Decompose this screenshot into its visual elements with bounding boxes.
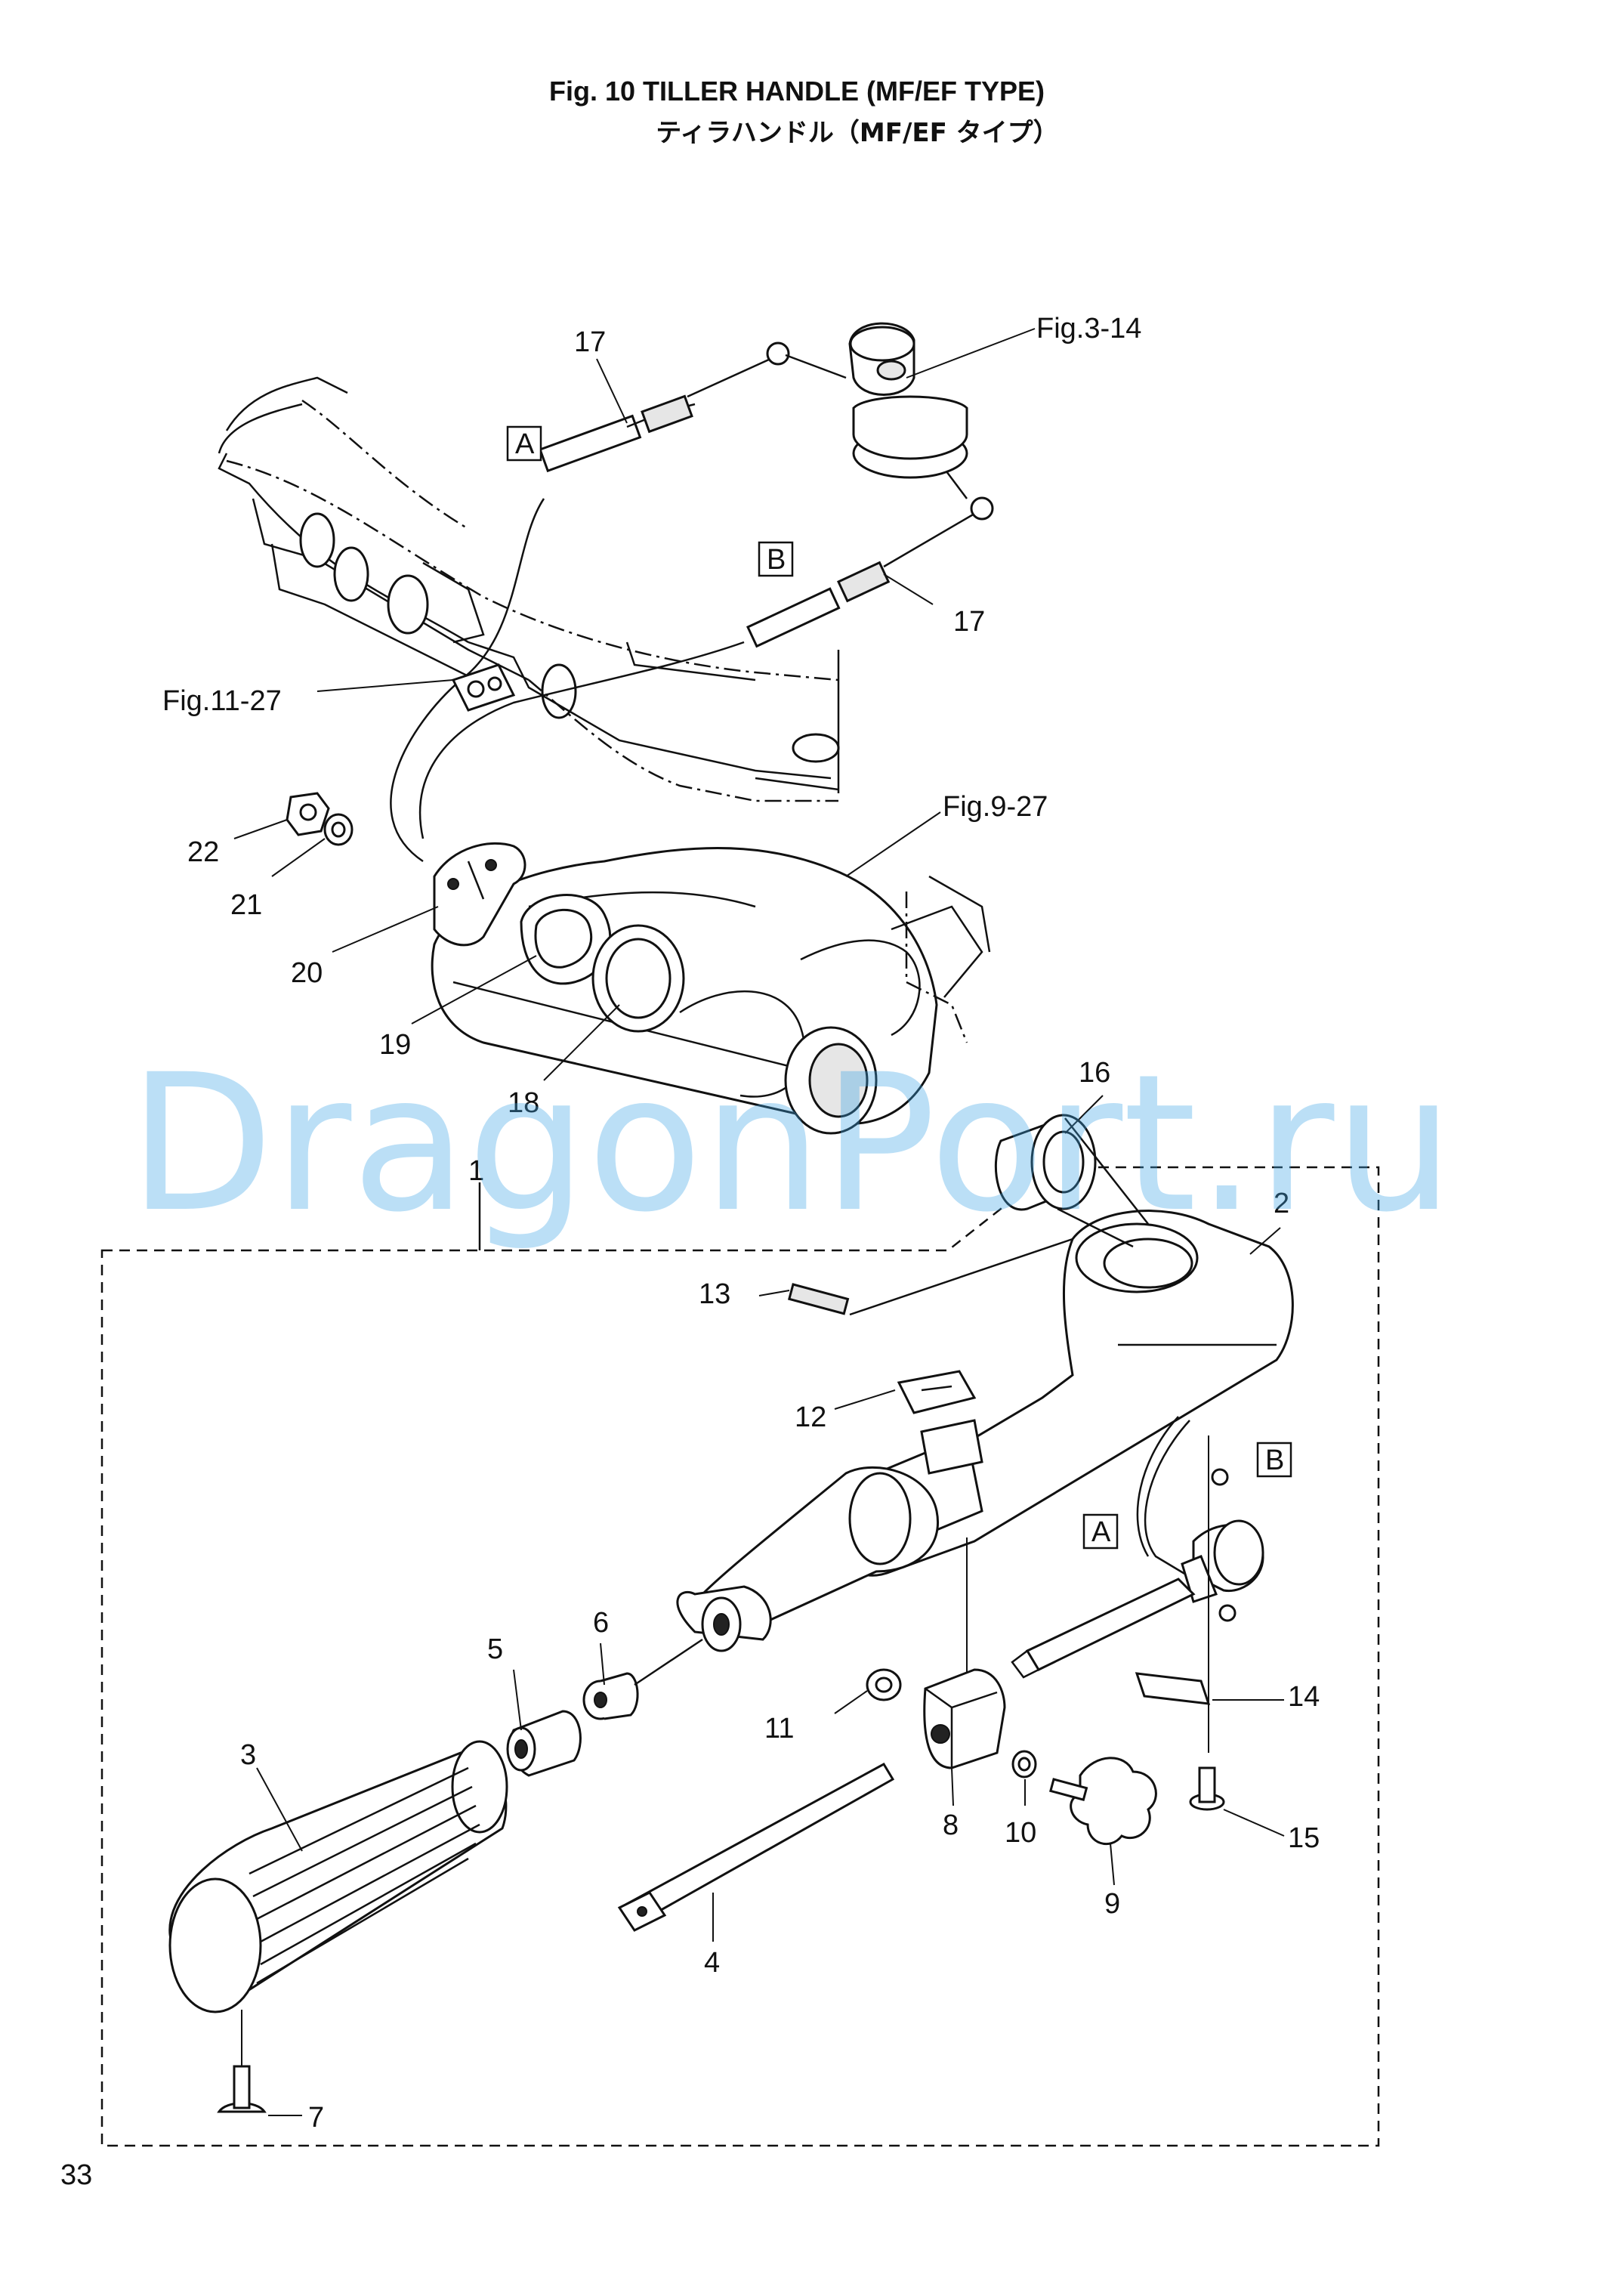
part-3-label: 3 — [240, 1739, 256, 1771]
part-14-label: 14 — [1288, 1681, 1320, 1713]
ref-fig3-14-label: Fig.3-14 — [1036, 313, 1141, 345]
cable-a-box-upper — [506, 425, 542, 462]
ref-fig11-27-label: Fig.11-27 — [162, 685, 282, 717]
part-15-label: 15 — [1288, 1822, 1320, 1854]
part-19-label: 19 — [379, 1029, 411, 1061]
cable-a-box-lower — [1082, 1513, 1119, 1550]
part-17-upper-label: 17 — [574, 326, 606, 358]
part-4-label: 4 — [704, 1947, 720, 1979]
part-22-label: 22 — [187, 836, 219, 868]
throttle-cables-drawing — [390, 322, 994, 863]
cable-b-box-upper — [758, 541, 794, 577]
part-20-label: 20 — [291, 957, 323, 989]
box-b-lower-text: B — [1265, 1445, 1284, 1476]
watermark-text: DragonPort.ru — [128, 1034, 1454, 1253]
engine-lower-cover-drawing — [218, 376, 840, 802]
box-b-upper-text: B — [767, 544, 786, 576]
part-6-label: 6 — [593, 1607, 609, 1639]
steering-bracket-drawing — [286, 792, 991, 1135]
page-number: 33 — [60, 2159, 93, 2191]
figure-title-japanese: ティラハンドル（MF/EF タイプ） — [656, 118, 1059, 148]
part-7-label: 7 — [308, 2102, 324, 2134]
part-9-label: 9 — [1104, 1888, 1120, 1920]
part-10-label: 10 — [1005, 1817, 1036, 1849]
leader-lines — [233, 328, 1285, 2116]
part-17-lower-label: 17 — [953, 606, 985, 638]
part-callouts: 17 Fig.3-14 A B 17 Fig.11-27 Fig.9-27 22… — [162, 313, 1320, 2134]
part-2-label: 2 — [1274, 1188, 1289, 1219]
grip-drawing — [168, 1638, 703, 2113]
tiller-assembly-boundary — [100, 1166, 1380, 2147]
part-13-label: 13 — [699, 1278, 730, 1310]
part-11-label: 11 — [764, 1713, 794, 1744]
figure-title: Fig. 10 TILLER HANDLE (MF/EF TYPE) — [549, 76, 1045, 107]
box-a-upper-text: A — [515, 428, 535, 460]
part-16-label: 16 — [1079, 1057, 1110, 1089]
part-21-label: 21 — [230, 889, 262, 921]
ref-fig9-27-label: Fig.9-27 — [943, 791, 1048, 823]
part-18-label: 18 — [508, 1087, 539, 1119]
part-1-label: 1 — [468, 1155, 484, 1187]
tiller-handle-drawing — [676, 1114, 1294, 1811]
friction-adjuster-drawing — [617, 1537, 1157, 1932]
cable-b-box-lower — [1256, 1442, 1292, 1478]
part-12-label: 12 — [795, 1401, 826, 1433]
part-5-label: 5 — [487, 1633, 503, 1665]
part-8-label: 8 — [943, 1809, 959, 1841]
box-a-lower-text: A — [1091, 1516, 1111, 1548]
